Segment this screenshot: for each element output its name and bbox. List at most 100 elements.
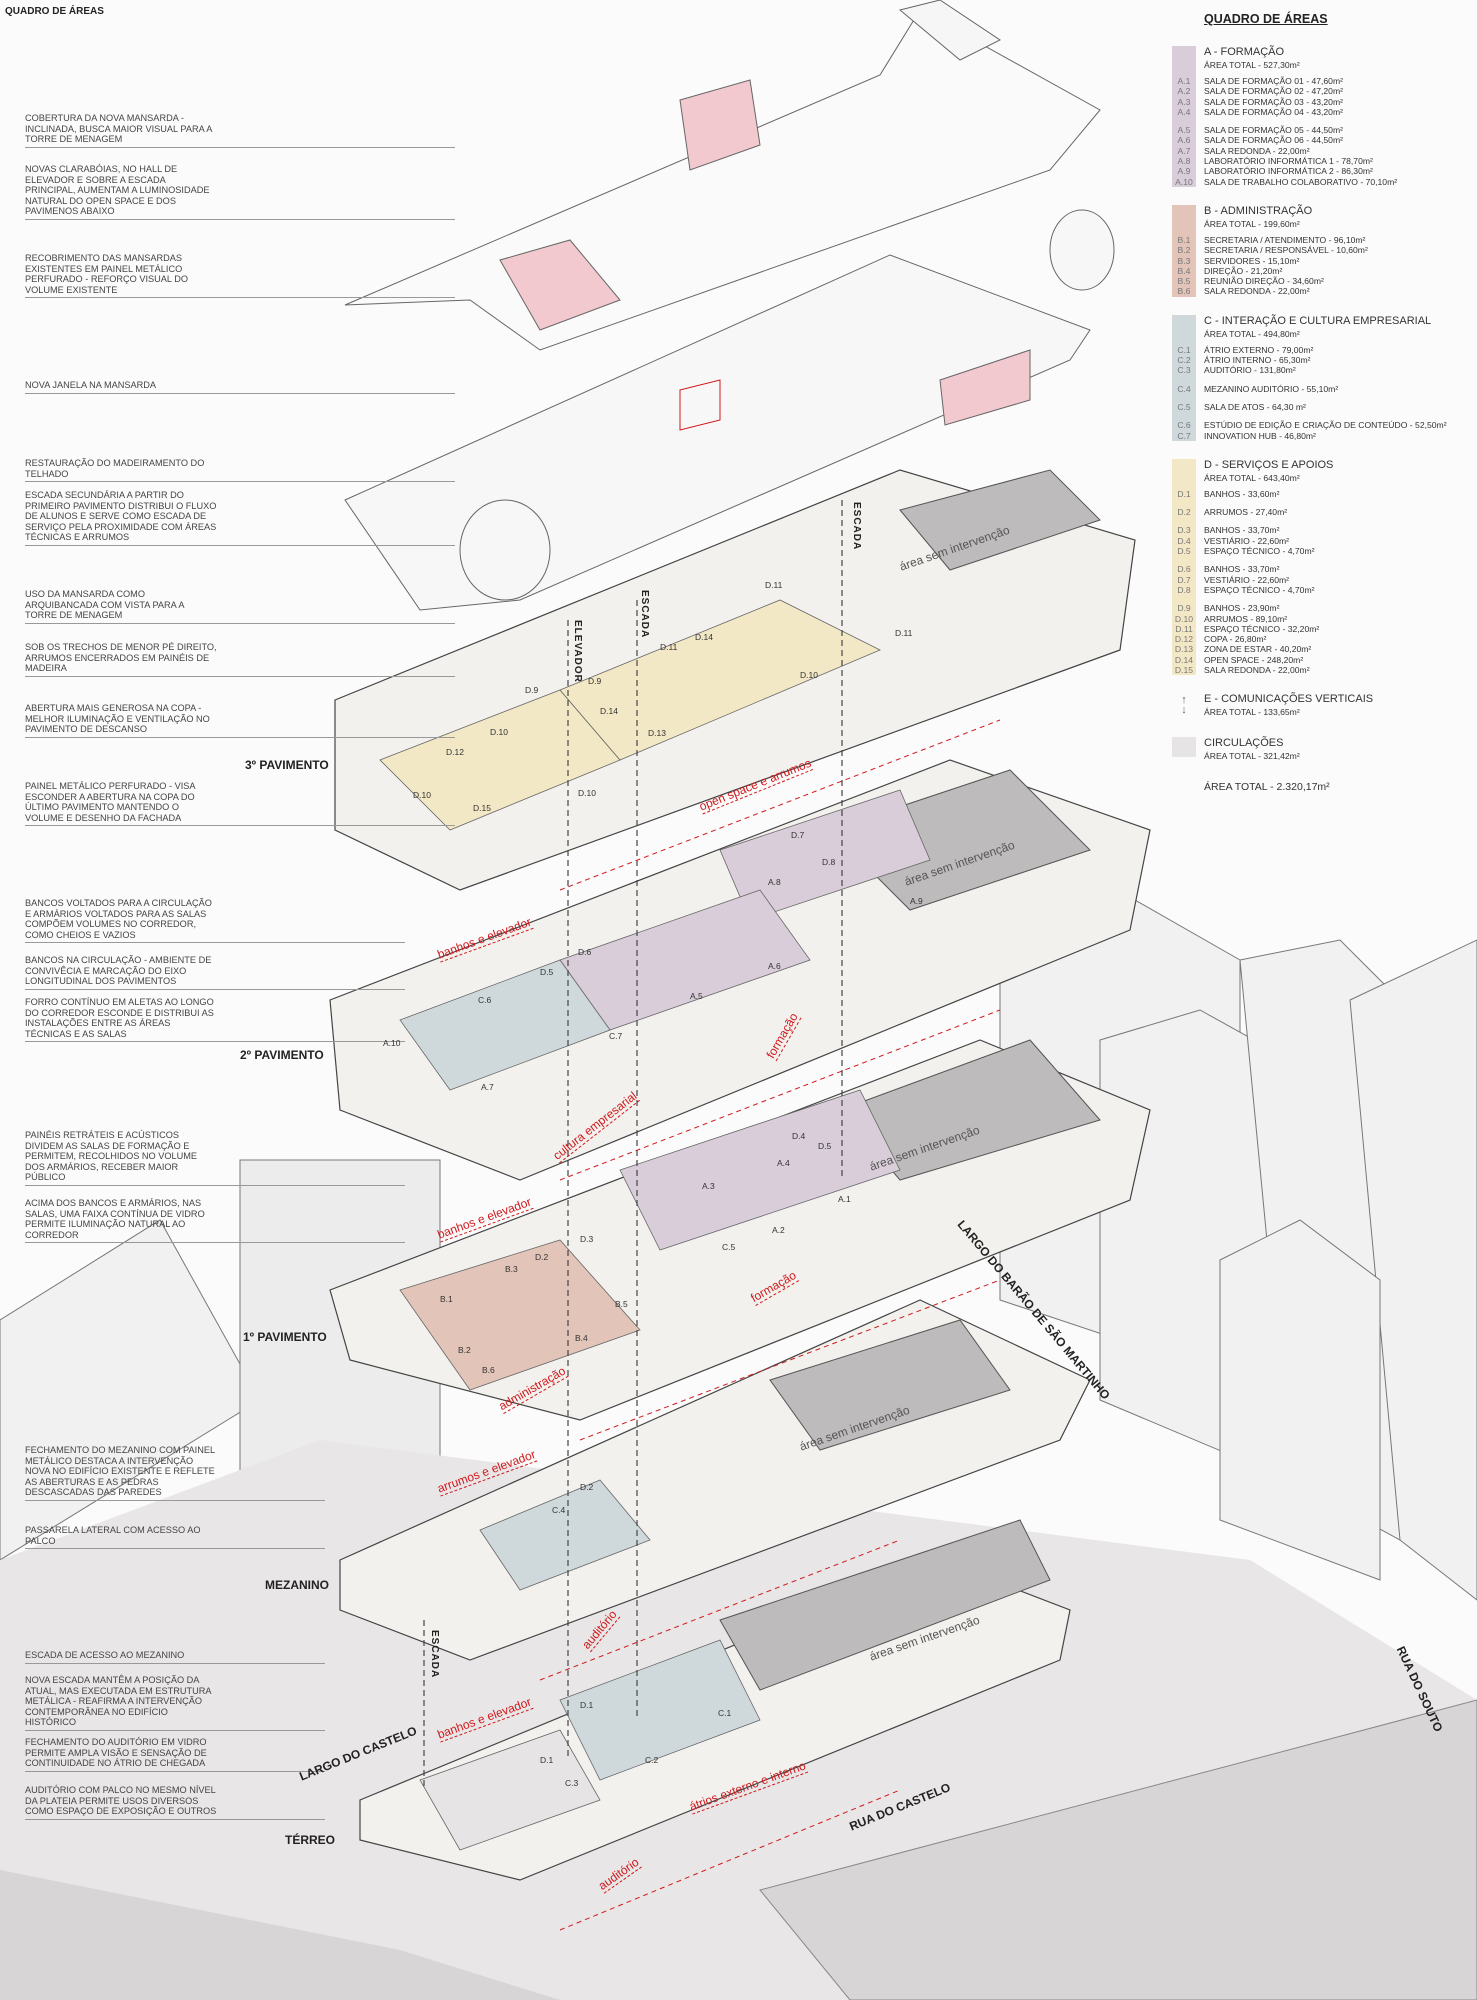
room-code: D.2 [580, 1482, 594, 1492]
new-mansard-roof [344, 0, 1101, 351]
legend-group-total: ÁREA TOTAL - 643,40m² [1204, 472, 1300, 483]
annotation-text: ESCADA DE ACESSO AO MEZANINO [25, 1650, 185, 1660]
room-code: B.4 [575, 1333, 588, 1343]
room-code: D.5 [540, 967, 554, 977]
annotation-leader-line [25, 623, 455, 624]
room-code: A.10 [383, 1038, 401, 1048]
annotation-leader-line [25, 1730, 325, 1731]
legend-item-code: C.4 [1177, 383, 1191, 394]
room-code: C.4 [552, 1505, 566, 1515]
legend-spacer [1204, 499, 1333, 507]
legend-item-label: MEZANINO AUDITÓRIO - 55,10m² [1204, 383, 1339, 394]
annotation-leader-line [25, 1185, 405, 1186]
existing-roof [344, 209, 1115, 611]
legend-grand-total: ÁREA TOTAL - 2.320,17m² [1204, 781, 1330, 794]
annotation-leader-line [25, 942, 405, 943]
legend-item-code: A.3 [1177, 96, 1191, 107]
legend-item-label: VESTIÁRIO - 22,60m² [1204, 535, 1290, 546]
annotation-text: FECHAMENTO DO AUDITÓRIO EM VIDRO PERMITE… [25, 1737, 207, 1769]
legend-item: A.3 SALA DE FORMAÇÃO 03 - 43,20m² [1178, 96, 1397, 107]
legend-item-label: ESTÚDIO DE EDIÇÃO E CRIAÇÃO DE CONTEÚDO … [1204, 420, 1447, 431]
legend-item-code: B.5 [1177, 276, 1191, 287]
legend-item-label: ESPAÇO TÉCNICO - 4,70m² [1204, 584, 1315, 595]
legend-group-total: ÁREA TOTAL - 527,30m² [1204, 60, 1300, 70]
legend-spacer [1204, 556, 1333, 564]
room-code: C.3 [565, 1778, 579, 1788]
legend-item-code: A.8 [1177, 156, 1191, 167]
legend-group-total: ÁREA TOTAL - 494,80m² [1204, 328, 1300, 339]
annotation-text: FORRO CONTÍNUO EM ALETAS AO LONGO DO COR… [25, 997, 214, 1039]
room-code: D.11 [765, 580, 783, 590]
legend-item-label: INNOVATION HUB - 46,80m² [1204, 430, 1316, 441]
room-code: D.3 [580, 1234, 594, 1244]
legend-item-label: REUNIÃO DIREÇÃO - 34,60m² [1204, 276, 1324, 287]
legend-item-code: D.2 [1177, 507, 1191, 518]
no-intervention-areas [719, 469, 1101, 1691]
page-title: QUADRO DE ÁREAS [5, 6, 104, 17]
legend-circulation-name: CIRCULAÇÕES [1204, 737, 1284, 750]
room-code: D.1 [580, 1700, 594, 1710]
room-code: A.5 [690, 991, 703, 1001]
legend-item-label: SALA REDONDA - 22,00m² [1204, 145, 1310, 156]
legend-item-label: SECRETARIA / ATENDIMENTO - 96,10m² [1204, 234, 1366, 245]
floor-label: MEZANINO [265, 1578, 329, 1592]
legend-vertical-name: E - COMUNICAÇÕES VERTICAIS [1204, 693, 1374, 706]
room-code: D.5 [818, 1141, 832, 1151]
legend-item-code: D.6 [1177, 564, 1191, 575]
vertical-circulation-label: ESCADA [851, 502, 862, 551]
annotation-leader-line [25, 393, 455, 394]
annotation-text: PAINEL METÁLICO PERFURADO - VISA ESCONDE… [25, 781, 196, 823]
annotation-text: BANCOS NA CIRCULAÇÃO - AMBIENTE DE CONVI… [25, 955, 212, 987]
legend-title: QUADRO DE ÁREAS [1204, 12, 1328, 26]
legend-item-label: COPA - 26,80m² [1204, 634, 1267, 645]
legend-item-code: A.6 [1177, 135, 1191, 146]
legend-item-label: SECRETARIA / RESPONSÁVEL - 10,60m² [1204, 245, 1368, 256]
legend-item-label: LABORATÓRIO INFORMÁTICA 2 - 86,30m² [1204, 166, 1373, 177]
legend-spacer [1204, 412, 1447, 420]
annotation-leader-line [25, 1041, 405, 1042]
legend-item-label: ESPAÇO TÉCNICO - 4,70m² [1204, 546, 1315, 557]
legend-group-total: ÁREA TOTAL - 199,60m² [1204, 218, 1300, 229]
room-code: A.2 [772, 1225, 785, 1235]
legend-item-code: A.5 [1177, 125, 1191, 136]
room-code: B.3 [505, 1264, 518, 1274]
annotation-leader-line [25, 297, 455, 298]
room-code: D.10 [413, 790, 431, 800]
annotation-text: BANCOS VOLTADOS PARA A CIRCULAÇÃO E ARMÁ… [25, 898, 212, 940]
room-code: D.1 [540, 1755, 554, 1765]
legend-item: C.4 MEZANINO AUDITÓRIO - 55,10m² [1177, 383, 1447, 394]
room-code: A.6 [768, 961, 781, 971]
room-code: D.6 [578, 947, 592, 957]
legend-spacer [1204, 376, 1447, 384]
vertical-circulation-label: ESCADA [429, 1630, 440, 1679]
room-code: D.7 [791, 830, 805, 840]
annotation-text: NOVA JANELA NA MANSARDA [25, 380, 157, 390]
annotation-leader-line [25, 219, 455, 220]
legend-item-label: DIREÇÃO - 21,20m² [1204, 265, 1283, 276]
annotation-text: NOVAS CLARABÓIAS, NO HALL DE ELEVADOR E … [25, 164, 210, 217]
annotation-text: RECOBRIMENTO DAS MANSARDAS EXISTENTES EM… [25, 253, 189, 295]
up-down-arrows-icon: ↑↓ [1181, 694, 1187, 717]
room-code: C.1 [718, 1708, 732, 1718]
legend-group-name: D - SERVIÇOS E APOIOS [1204, 458, 1334, 471]
legend-item-label: SALA DE FORMAÇÃO 03 - 43,20m² [1204, 96, 1343, 107]
legend-item-code: C.1 [1177, 344, 1191, 355]
